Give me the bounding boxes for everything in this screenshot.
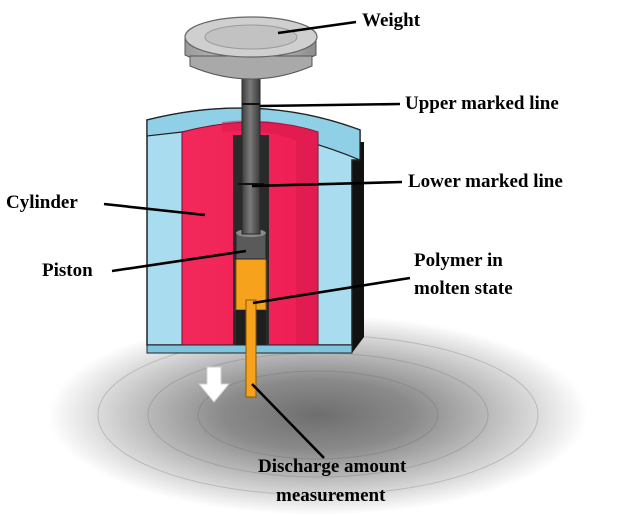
piston-rod [241, 67, 261, 235]
piston-leader [111, 249, 247, 273]
extrudate-strand [245, 299, 257, 398]
cylinder-inner-shade [222, 120, 318, 345]
leader-lines [103, 20, 411, 459]
label-cylinder: Cylinder [6, 192, 78, 213]
label-polymer-line2: molten state [414, 278, 513, 299]
label-weight: Weight [362, 10, 421, 31]
upper-line-leader [259, 102, 401, 108]
lower-line-leader [251, 180, 403, 188]
label-upper-marked-line: Upper marked line [405, 93, 559, 114]
weight [184, 16, 318, 80]
down-arrow-icon [197, 366, 231, 403]
weight-leader [277, 20, 357, 35]
label-polymer-line1: Polymer in [414, 250, 503, 271]
cylinder-leader [103, 202, 206, 217]
cylinder-edge [352, 142, 364, 353]
label-piston: Piston [42, 260, 93, 281]
label-lower-marked-line: Lower marked line [408, 171, 563, 192]
label-discharge-line1: Discharge amount [258, 456, 407, 477]
discharge-leader [251, 383, 325, 459]
floor-shadow [48, 315, 588, 515]
polymer-leader [252, 276, 411, 305]
label-discharge-line2: measurement [276, 485, 386, 506]
